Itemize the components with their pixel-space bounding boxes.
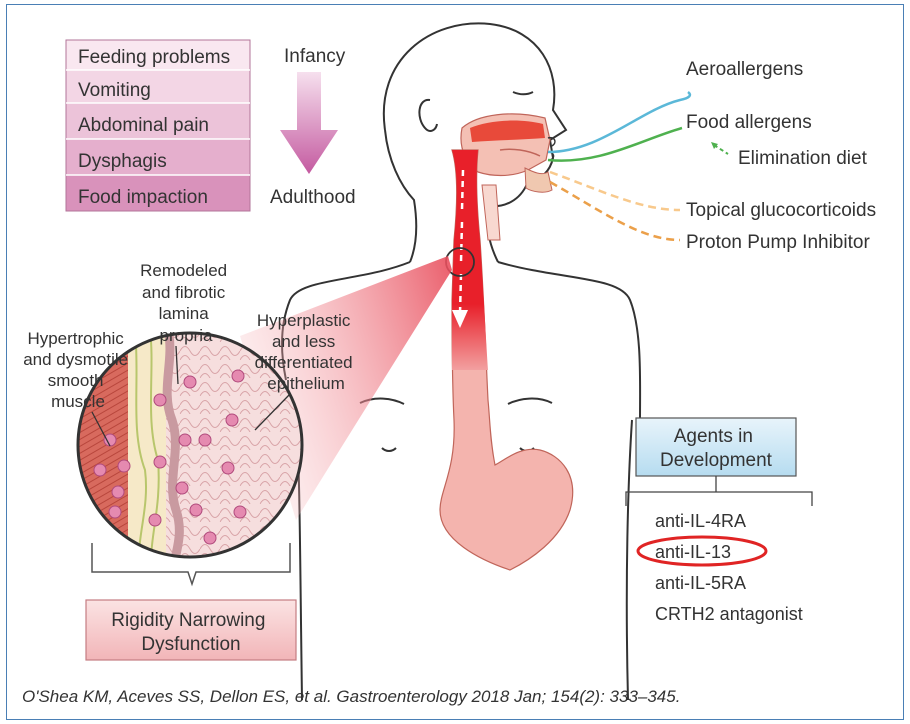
age-arrow-icon — [280, 72, 338, 174]
outcome-line-2: Dysfunction — [141, 634, 240, 655]
label-lamina-propria: Remodeled and fibrotic lamina propria — [140, 261, 232, 345]
label-aeroallergens: Aeroallergens — [686, 59, 803, 80]
outcome-line-1: Rigidity Narrowing — [111, 610, 265, 631]
ppi-line — [550, 182, 680, 240]
agent-anti-il-4ra: anti-IL-4RA — [655, 511, 746, 531]
label-topical-glucocorticoids: Topical glucocorticoids — [686, 200, 876, 221]
symptom-vomiting: Vomiting — [78, 80, 151, 101]
symptom-feeding-problems: Feeding problems — [78, 47, 230, 68]
label-food-allergens: Food allergens — [686, 112, 812, 133]
glucocorticoid-line — [550, 172, 680, 210]
symptom-abdominal-pain: Abdominal pain — [78, 115, 209, 136]
age-start-label: Infancy — [284, 46, 346, 67]
label-proton-pump-inhibitor: Proton Pump Inhibitor — [686, 232, 870, 253]
age-end-label: Adulthood — [270, 187, 356, 208]
citation: O'Shea KM, Aceves SS, Dellon ES, et al. … — [22, 687, 680, 706]
esophagus — [440, 150, 573, 570]
agent-anti-il-13: anti-IL-13 — [655, 542, 731, 562]
label-elimination-diet: Elimination diet — [738, 148, 868, 169]
symptom-table: Feeding problems Vomiting Abdominal pain… — [66, 40, 250, 211]
agent-crth2-antagonist: CRTH2 antagonist — [655, 604, 803, 624]
symptom-food-impaction: Food impaction — [78, 187, 208, 208]
outcome-box: Rigidity Narrowing Dysfunction — [86, 600, 296, 660]
age-progression: Infancy Adulthood — [270, 46, 356, 208]
agents-title-line-2: Development — [660, 450, 773, 471]
agent-anti-il-5ra: anti-IL-5RA — [655, 573, 746, 593]
agents-title-line-1: Agents in — [674, 426, 753, 447]
aeroallergen-line — [548, 92, 690, 152]
symptom-dysphagis: Dysphagis — [78, 151, 167, 172]
agents-bracket — [626, 476, 812, 506]
agents-box: Agents in Development — [626, 418, 812, 506]
